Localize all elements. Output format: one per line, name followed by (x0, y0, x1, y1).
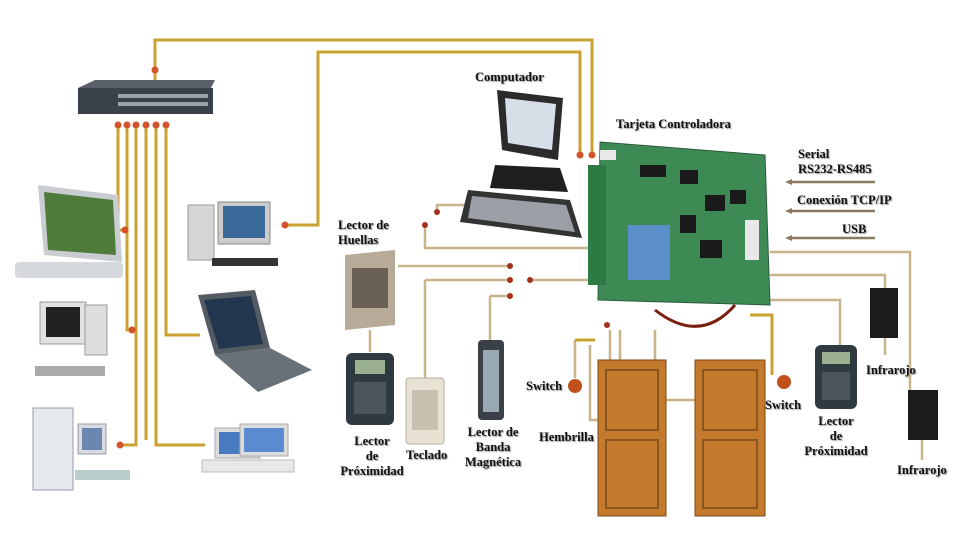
infrared-sensor-2 (908, 390, 938, 440)
network-switch-device (78, 80, 215, 114)
label-switch-right: Switch (765, 398, 802, 412)
wire-hub-to-tower (120, 125, 138, 447)
controller-board (588, 141, 771, 328)
proximity-reader-left-device (346, 353, 394, 425)
tower-computer (32, 407, 130, 491)
wire-hub-to-desktop (125, 125, 132, 332)
monitor-computer (15, 185, 123, 278)
label-switch-left: Switch (526, 379, 563, 393)
label-keypad: Teclado (406, 448, 448, 462)
label-usb: USB (842, 222, 867, 236)
device-nodes (422, 209, 610, 328)
magnetic-stripe-reader-device (478, 340, 504, 420)
main-computer (460, 90, 582, 238)
wire-hub-to-controller (153, 38, 594, 155)
pc-with-speakers (187, 201, 278, 266)
switch-button-left (568, 379, 582, 393)
network-wires (116, 38, 594, 447)
connection-arrows (788, 180, 875, 240)
device-wires (368, 203, 924, 460)
keypad-device (405, 377, 445, 445)
label-computer: Computador (475, 70, 544, 84)
label-tcp-ip: Conexión TCP/IP (797, 193, 892, 207)
label-controller: Tarjeta Controladora (616, 117, 731, 131)
desktop-computer (35, 301, 108, 376)
wire-hub-to-macbook (154, 125, 205, 447)
wire-hub-to-laptop (164, 125, 200, 337)
door-right (694, 359, 766, 517)
infrared-sensor-1 (870, 288, 898, 338)
wire-pc-to-controller (285, 50, 582, 227)
label-infrared-1: Infrarojo (866, 363, 916, 377)
macbooks (201, 423, 295, 473)
switch-button-right (777, 375, 791, 389)
door-left (597, 359, 667, 517)
fingerprint-reader-device (345, 250, 395, 330)
proximity-reader-right-device (815, 345, 857, 409)
network-nodes (114, 66, 596, 449)
laptop (198, 290, 312, 392)
label-infrared-2: Infrarojo (897, 463, 947, 477)
label-strike: Hembrilla (539, 430, 594, 444)
